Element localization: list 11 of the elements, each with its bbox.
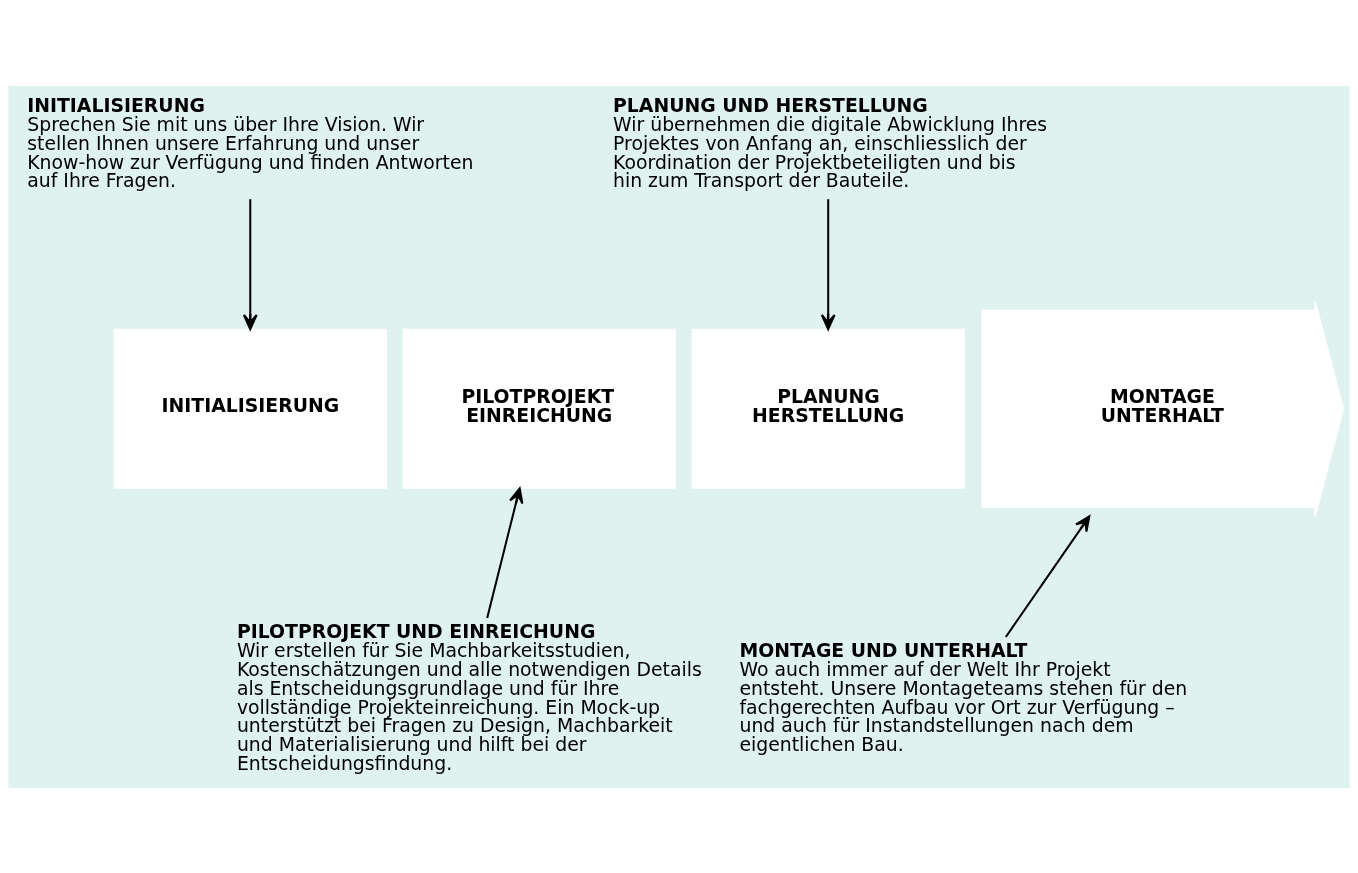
node-text: PLANUNG UND HERSTELLUNG Wir übernehmen die digitale Abwicklung Ihres Projektes von Anfang an, einschliesslich der Koordination der Projektbeteiligten und bis hin zum Transport der Bauteile. bbox=[613, 94, 1048, 191]
node-text: PILOTPROJEKT UND EINREICHUNG Wir erstellen für Sie Machbarkeitsstudien, Kostenschätzungen und alle notwendigen Details als Entscheidungsgrundlage und für Ihre vollständige Projekteinreichung. Ein Mock-up unterstützt bei Fragen zu Design, Machbarkeit und Materialisierung und hilft bei der Entscheidungsfindung. bbox=[236, 620, 702, 774]
node-box: PILOTPROJEKT EINREICHUNG bbox=[402, 328, 676, 489]
node-box: INITIALISIERUNG bbox=[113, 328, 387, 489]
arrow bbox=[1004, 514, 1091, 638]
node-text: MONTAGE UND UNTERHALT Wo auch immer auf der Welt Ihr Projekt entsteht. Unsere Montageteams stehen für den fachgerechten Aufbau vor Ort zur Verfügung – und auch für Instandstellungen nach dem eigentlichen Bau. bbox=[739, 639, 1188, 755]
arrow bbox=[486, 486, 524, 618]
node-text: INITIALISIERUNG Sprechen Sie mit uns über Ihre Vision. Wir stellen Ihnen unsere Erfahrung und unser Know-how zur Verfügung und finden Antworten auf Ihre Fragen. bbox=[27, 94, 474, 191]
node-box: PLANUNG HERSTELLUNG bbox=[691, 328, 965, 489]
arrow bbox=[820, 198, 836, 330]
arrow bbox=[242, 198, 258, 330]
